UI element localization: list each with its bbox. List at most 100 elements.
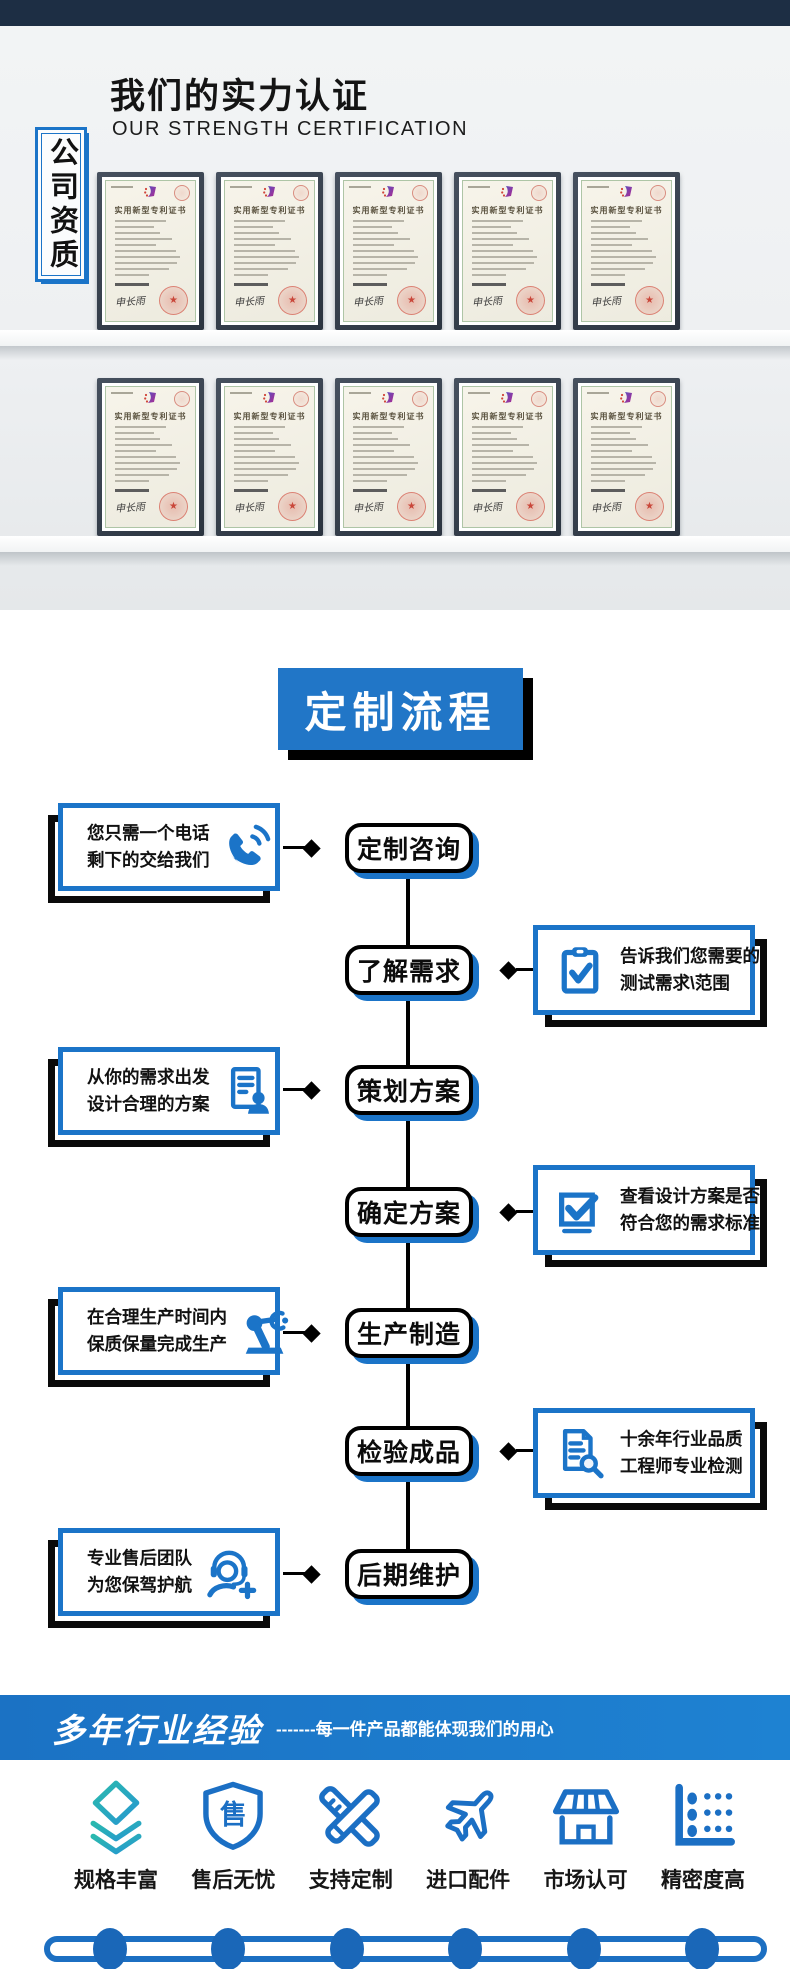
note-line: 设计合理的方案 (87, 1094, 210, 1114)
certificate-serial-line (349, 186, 371, 188)
note-line: 告诉我们您需要的 (620, 946, 760, 966)
certificate-frame: 实用新型专利证书 申长雨 ★ (335, 378, 442, 536)
certificate-paper: 实用新型专利证书 申长雨 ★ (224, 180, 315, 322)
connector-line (283, 1331, 305, 1334)
flow-node-confirm: 确定方案 (345, 1187, 473, 1237)
certificate-serial-line (230, 392, 252, 394)
timeline-dots (93, 1928, 719, 1969)
red-stamp-icon: ★ (516, 492, 545, 521)
certificate-frame: 实用新型专利证书 申长雨 ★ (573, 378, 680, 536)
certificate-signature: 申长雨 (471, 501, 503, 516)
timeline-dot (211, 1928, 246, 1969)
feature-custom: 支持定制 (296, 1779, 406, 1894)
phone-icon (228, 824, 270, 865)
certificate-frame: 实用新型专利证书 申长雨 ★ (216, 378, 323, 536)
connector-line (516, 968, 534, 971)
shelf-top (0, 330, 790, 360)
flow-node-inspect: 检验成品 (345, 1426, 473, 1476)
experience-title: 多年行业经验 (52, 1711, 262, 1749)
certificate-frame: 实用新型专利证书 申长雨 ★ (454, 172, 561, 330)
experience-subtitle: -------每一件产品都能体现我们的用心 (276, 1720, 554, 1739)
cnipa-logo-icon (143, 185, 159, 203)
precision-chart-icon (675, 1783, 735, 1846)
cnipa-logo-icon (262, 391, 278, 409)
red-stamp-icon: ★ (397, 492, 426, 521)
cnipa-logo-icon (262, 185, 278, 203)
certificate-dark-bar (234, 489, 268, 492)
certificate-row-bottom: 实用新型专利证书 申长雨 ★ (97, 378, 697, 536)
red-stamp-icon: ★ (635, 286, 664, 315)
shield-icon (203, 1781, 264, 1850)
experience-banner: 多年行业经验 -------每一件产品都能体现我们的用心 (0, 1695, 790, 1760)
certificate-signature: 申长雨 (233, 295, 265, 310)
note-line: 专业售后团队 (87, 1548, 192, 1568)
flow-node-needs: 了解需求 (345, 945, 473, 995)
certificate-paper: 实用新型专利证书 申长雨 ★ (581, 386, 672, 528)
note-box-maintain: 专业售后团队 为您保驾护航 (58, 1528, 280, 1616)
experience-section: 多年行业经验 -------每一件产品都能体现我们的用心 规格丰富 (0, 1695, 790, 1969)
note-box-inspect: 十余年行业品质 工程师专业检测 (533, 1408, 755, 1498)
certificate-title: 实用新型专利证书 (471, 412, 544, 421)
certificate-title: 实用新型专利证书 (114, 412, 187, 421)
certificate-paper: 实用新型专利证书 申长雨 ★ (462, 386, 553, 528)
certificate-signature: 申长雨 (233, 501, 265, 516)
certificate-frame: 实用新型专利证书 申长雨 ★ (454, 378, 561, 536)
certificate-mat: 实用新型专利证书 申长雨 ★ (221, 383, 318, 531)
connector-diamond-icon (499, 1203, 518, 1222)
certificate-serial-line (468, 392, 490, 394)
certificate-serial-line (349, 392, 371, 394)
certificate-serial-line (111, 186, 133, 188)
feature-label: 精密度高 (660, 1869, 745, 1892)
red-seal-icon (412, 391, 428, 407)
certificate-text-lines (234, 220, 305, 280)
storefront-icon (552, 1789, 619, 1845)
connector-line (283, 1088, 305, 1091)
airplane-icon (445, 1790, 494, 1842)
certificate-frame: 实用新型专利证书 申长雨 ★ (216, 172, 323, 330)
note-line: 符合您的需求标准 (620, 1213, 760, 1233)
certificate-mat: 实用新型专利证书 申长雨 ★ (578, 177, 675, 325)
process-title-banner: 定制流程 (278, 668, 523, 750)
red-stamp-icon: ★ (278, 286, 307, 315)
cnipa-logo-icon (143, 391, 159, 409)
certificate-text-lines (115, 220, 186, 280)
cnipa-logo-icon (619, 391, 635, 409)
section-title: 我们的实力认证 (110, 77, 370, 116)
certificate-title: 实用新型专利证书 (352, 412, 425, 421)
robot-arm-icon (245, 1310, 289, 1354)
flow-node-plan: 策划方案 (345, 1065, 473, 1115)
ruler-pen-icon (318, 1786, 380, 1847)
red-stamp-icon: ★ (278, 492, 307, 521)
shield-glyph: 售 (219, 1800, 247, 1830)
note-line: 为您保驾护航 (87, 1575, 192, 1595)
certificate-title: 实用新型专利证书 (352, 206, 425, 215)
layers-icon (90, 1780, 142, 1855)
certificate-text-lines (472, 220, 543, 280)
connector-diamond-icon (302, 1324, 321, 1343)
shelf-bottom (0, 536, 790, 566)
certificate-frame: 实用新型专利证书 申长雨 ★ (573, 172, 680, 330)
red-seal-icon (293, 185, 309, 201)
certificate-dark-bar (591, 489, 625, 492)
red-seal-icon (531, 391, 547, 407)
certificate-frame: 实用新型专利证书 申长雨 ★ (97, 172, 204, 330)
certificate-signature: 申长雨 (352, 501, 384, 516)
certificate-signature: 申长雨 (352, 295, 384, 310)
connector-diamond-icon (302, 839, 321, 858)
certificate-paper: 实用新型专利证书 申长雨 ★ (343, 386, 434, 528)
certificate-paper: 实用新型专利证书 申长雨 ★ (224, 386, 315, 528)
cnipa-logo-icon (381, 185, 397, 203)
checkbox-check-icon (559, 1192, 599, 1234)
red-seal-icon (412, 185, 428, 201)
connector-line (516, 1449, 534, 1452)
connector-line (516, 1210, 534, 1213)
certificate-mat: 实用新型专利证书 申长雨 ★ (459, 177, 556, 325)
company-qualification-badge: 公司资质 (35, 127, 87, 282)
certification-section: 公司资质 我们的实力认证 OUR STRENGTH CERTIFICATION (0, 26, 790, 610)
note-line: 十余年行业品质 (620, 1429, 743, 1449)
note-line: 您只需一个电话 (87, 823, 210, 843)
certificate-serial-line (468, 186, 490, 188)
feature-imported: 进口配件 (413, 1779, 523, 1894)
red-seal-icon (293, 391, 309, 407)
certificate-mat: 实用新型专利证书 申长雨 ★ (221, 177, 318, 325)
